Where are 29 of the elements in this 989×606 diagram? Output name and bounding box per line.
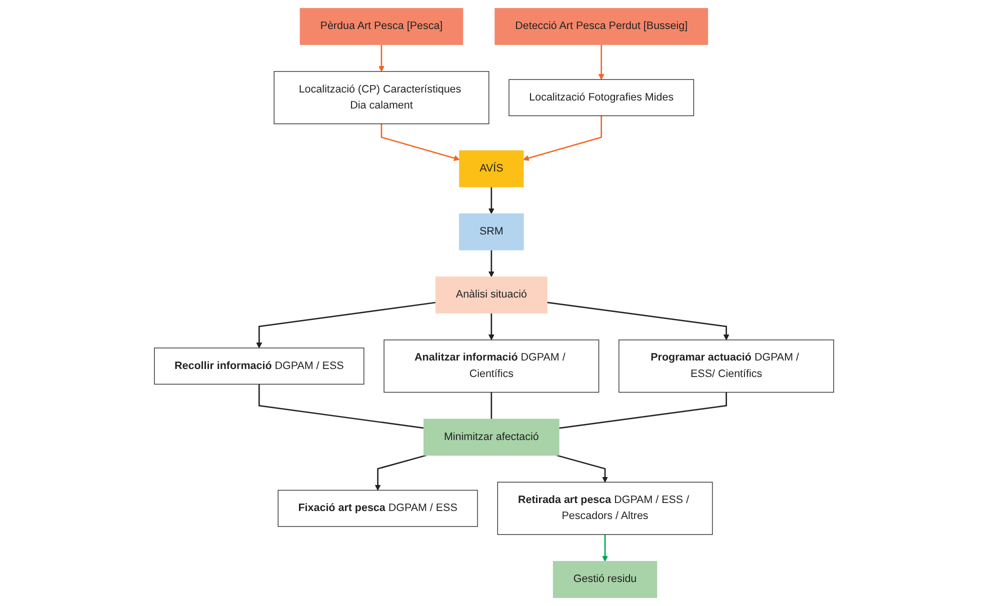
node-box: Recollir informació DGPAM / ESS (154, 348, 365, 385)
arrow (598, 44, 605, 80)
arrow (375, 454, 427, 491)
node-box: Gestió residu (553, 561, 658, 598)
arrow (488, 186, 495, 214)
arrow (488, 313, 495, 340)
arrow (256, 302, 436, 348)
arrow (379, 44, 385, 72)
connector (559, 392, 728, 429)
connector (491, 392, 493, 420)
node-box: Detecció Art Pesca Perdut [Busseig] (495, 8, 709, 45)
arrow (547, 302, 730, 340)
arrow (524, 116, 602, 161)
node-box: SRM (459, 213, 524, 250)
arrow (556, 454, 608, 482)
node-box: Programar actuació DGPAM / ESS/ Científics (619, 340, 834, 393)
node-box: Retirada art pesca DGPAM / ESS / Pescadors / Altres (498, 482, 714, 535)
connector (258, 384, 424, 429)
arrow (381, 124, 460, 161)
node-box: Pèrdua Art Pesca [Pesca] (300, 8, 464, 45)
arrow (602, 534, 608, 562)
node-box: Localització Fotografies Mides (509, 79, 694, 116)
node-box: Minimitzar afectació (424, 418, 560, 456)
node-box: AVÍS (460, 150, 524, 188)
node-box: Localització (CP) Característiques Dia calament (274, 71, 490, 124)
node-box: Anàlisi situació (436, 276, 548, 314)
node-box: Analitzar informació DGPAM / Científics (384, 340, 600, 393)
node-box: Fixació art pesca DGPAM / ESS (278, 490, 478, 527)
arrow (488, 250, 495, 278)
